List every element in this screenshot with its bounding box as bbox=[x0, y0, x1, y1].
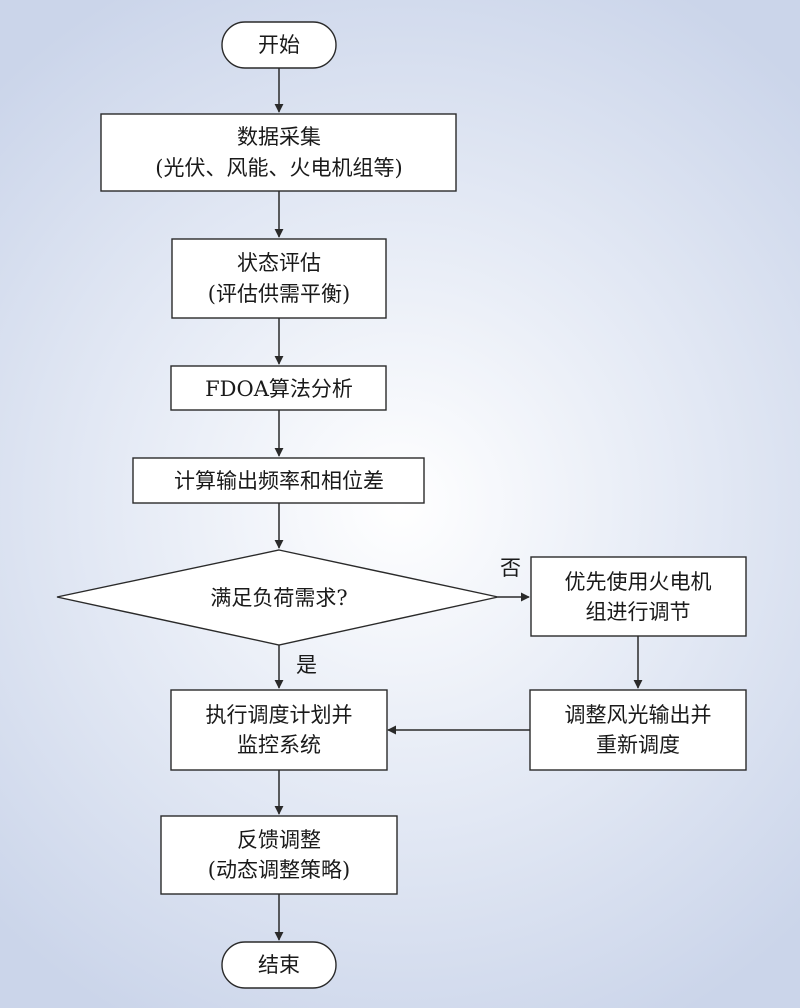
fdoa-analysis-label: FDOA算法分析 bbox=[205, 377, 353, 401]
data-collection-title: 数据采集 bbox=[237, 125, 321, 149]
adjust-renewables-line1: 调整风光输出并 bbox=[565, 703, 712, 727]
start-label: 开始 bbox=[258, 33, 300, 57]
state-assessment-subtitle: (评估供需平衡) bbox=[208, 282, 350, 306]
state-assessment-step: 状态评估 (评估供需平衡) bbox=[171, 238, 387, 319]
adjust-renewables-step: 调整风光输出并 重新调度 bbox=[529, 689, 747, 771]
calc-output-step: 计算输出频率和相位差 bbox=[132, 457, 425, 504]
prefer-thermal-line1: 优先使用火电机 bbox=[565, 570, 712, 594]
feedback-adjust-title: 反馈调整 bbox=[237, 828, 321, 852]
adjust-renewables-line2: 重新调度 bbox=[596, 733, 680, 757]
calc-output-label: 计算输出频率和相位差 bbox=[174, 469, 384, 493]
prefer-thermal-step: 优先使用火电机 组进行调节 bbox=[530, 556, 747, 637]
feedback-adjust-step: 反馈调整 (动态调整策略) bbox=[160, 815, 398, 895]
execute-schedule-line2: 监控系统 bbox=[237, 733, 321, 757]
edge-label-yes: 是 bbox=[296, 653, 317, 677]
data-collection-step: 数据采集 (光伏、风能、火电机组等) bbox=[100, 113, 457, 192]
edge-label-no: 否 bbox=[500, 556, 521, 580]
fdoa-analysis-step: FDOA算法分析 bbox=[170, 365, 387, 411]
state-assessment-title: 状态评估 bbox=[237, 251, 321, 275]
execute-schedule-step: 执行调度计划并 监控系统 bbox=[170, 689, 388, 771]
start-terminal: 开始 bbox=[221, 21, 337, 69]
feedback-adjust-subtitle: (动态调整策略) bbox=[208, 858, 350, 882]
execute-schedule-line1: 执行调度计划并 bbox=[206, 703, 353, 727]
data-collection-subtitle: (光伏、风能、火电机组等) bbox=[155, 156, 402, 180]
end-label: 结束 bbox=[258, 953, 300, 977]
load-demand-question: 满足负荷需求? bbox=[210, 586, 347, 610]
load-demand-decision: 满足负荷需求? bbox=[56, 549, 499, 646]
prefer-thermal-line2: 组进行调节 bbox=[586, 600, 691, 624]
end-terminal: 结束 bbox=[221, 941, 337, 989]
